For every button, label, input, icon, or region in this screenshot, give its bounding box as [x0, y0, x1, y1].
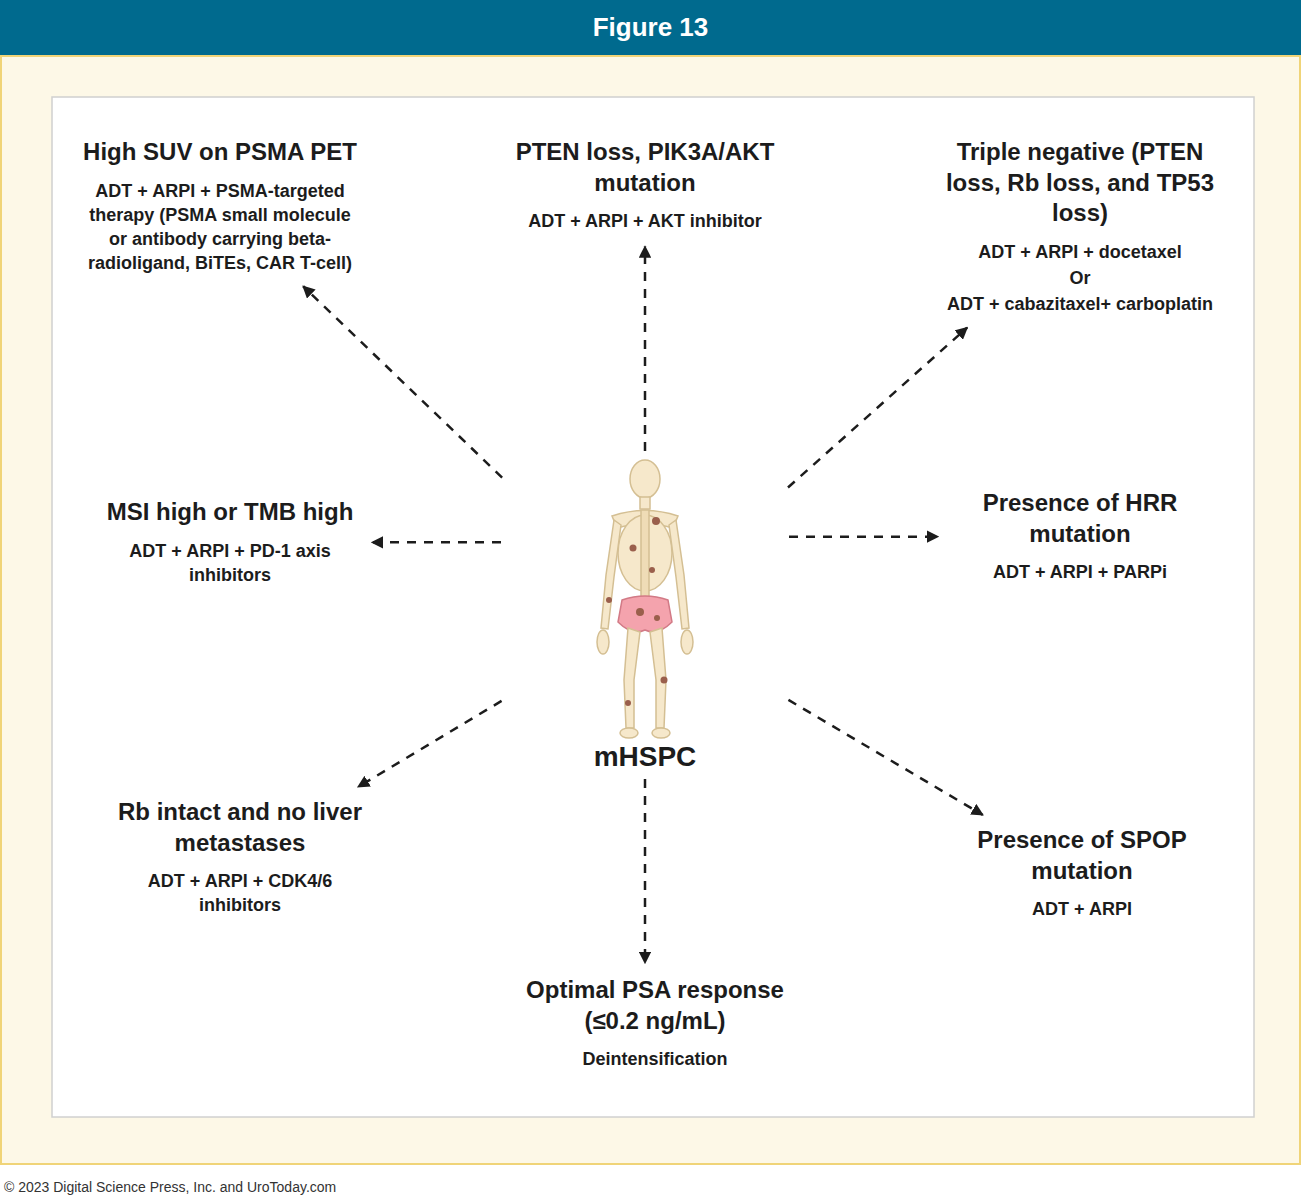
dashed-arrow [303, 286, 502, 477]
biomarker-node: High SUV on PSMA PET ADT + ARPI + PSMA-ta… [80, 137, 360, 275]
node-heading: Rb intact and no liver metastases [105, 797, 375, 858]
copyright-note: © 2023 Digital Science Press, Inc. and U… [4, 1179, 336, 1195]
biomarker-node: Rb intact and no liver metastasesADT + A… [105, 797, 375, 918]
therapy-text: Or [1069, 267, 1090, 291]
dashed-arrow [644, 779, 647, 963]
dashed-arrow [358, 701, 502, 787]
node-heading: MSI high or TMB high [107, 497, 354, 528]
dashed-arrow [788, 328, 967, 488]
node-heading: Optimal PSA response (≤0.2 ng/mL) [500, 975, 810, 1036]
header-bar [0, 0, 1301, 56]
therapy-text: ADT + ARPI [1032, 898, 1132, 922]
therapy-text: ADT + cabazitaxel+ carboplatin [947, 293, 1213, 317]
node-heading: Triple negative (PTEN loss, Rb loss, and… [930, 137, 1230, 229]
dashed-arrow [644, 246, 647, 451]
center-node: mHSPC [505, 455, 785, 775]
dashed-arrow [788, 700, 982, 815]
biomarker-node: Optimal PSA response (≤0.2 ng/mL) Deinten… [500, 975, 810, 1072]
biomarker-node: Presence of HRR mutationADT + ARPI + PAR… [950, 488, 1210, 585]
therapy-text: ADT + ARPI + CDK4/6 inhibitors [105, 870, 375, 918]
therapy-text: ADT + ARPI + PARPi [993, 561, 1167, 585]
therapy-text: ADT + ARPI + docetaxel [978, 241, 1181, 265]
frame-panel [1, 56, 1300, 1164]
figure-panel [52, 97, 1254, 1117]
therapy-text: ADT + ARPI + PD-1 axis inhibitors [100, 540, 360, 588]
skeleton-illustration [597, 460, 693, 738]
dashed-arrow [372, 541, 501, 544]
node-heading: Presence of HRR mutation [950, 488, 1210, 549]
node-heading: High SUV on PSMA PET [83, 137, 357, 168]
node-heading: mHSPC [594, 739, 697, 775]
therapy-text: Deintensification [582, 1048, 727, 1072]
node-heading: Presence of SPOP mutation [952, 825, 1212, 886]
figure-title: Figure 13 [0, 12, 1301, 43]
dashed-arrow [789, 535, 938, 538]
biomarker-node: Presence of SPOP mutationADT + ARPI [952, 825, 1212, 922]
biomarker-node: Triple negative (PTEN loss, Rb loss, and… [930, 137, 1230, 317]
node-heading: PTEN loss, PIK3A/AKT mutation [505, 137, 785, 198]
therapy-text: ADT + ARPI + AKT inhibitor [528, 210, 762, 234]
therapy-text: ADT + ARPI + PSMA-targeted therapy (PSMA… [80, 180, 360, 276]
biomarker-node: MSI high or TMB highADT + ARPI + PD-1 ax… [100, 497, 360, 588]
biomarker-node: PTEN loss, PIK3A/AKT mutationADT + ARPI … [505, 137, 785, 234]
